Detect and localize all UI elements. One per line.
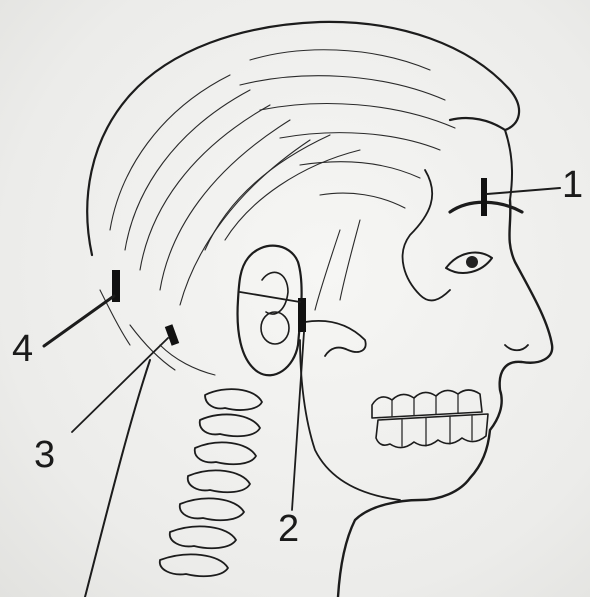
marker-2-label: 2 (278, 510, 299, 548)
marker-3-label: 3 (34, 436, 55, 474)
skull-cheek-contour (403, 170, 450, 300)
marker-2-bar (298, 298, 306, 332)
callout-line-1 (487, 188, 560, 194)
ear (238, 246, 302, 376)
cervical-spine (160, 389, 262, 576)
callout-line-3 (72, 338, 168, 432)
neck-back (85, 360, 150, 597)
callout-line-4 (44, 296, 114, 346)
pupil (466, 256, 478, 268)
hair-strokes (100, 50, 455, 375)
face-profile (338, 200, 552, 597)
marker-2-guide (240, 292, 300, 302)
mandible-ramus (305, 321, 366, 356)
marker-4-label: 4 (12, 330, 33, 368)
forehead-contour (505, 130, 512, 200)
marker-1-label: 1 (562, 166, 583, 204)
marker-1-bar (481, 178, 487, 216)
hair-outline (87, 22, 519, 255)
nostril (505, 345, 528, 350)
marker-3-bar (165, 324, 179, 346)
upper-teeth (372, 390, 482, 418)
lower-teeth (376, 414, 488, 448)
